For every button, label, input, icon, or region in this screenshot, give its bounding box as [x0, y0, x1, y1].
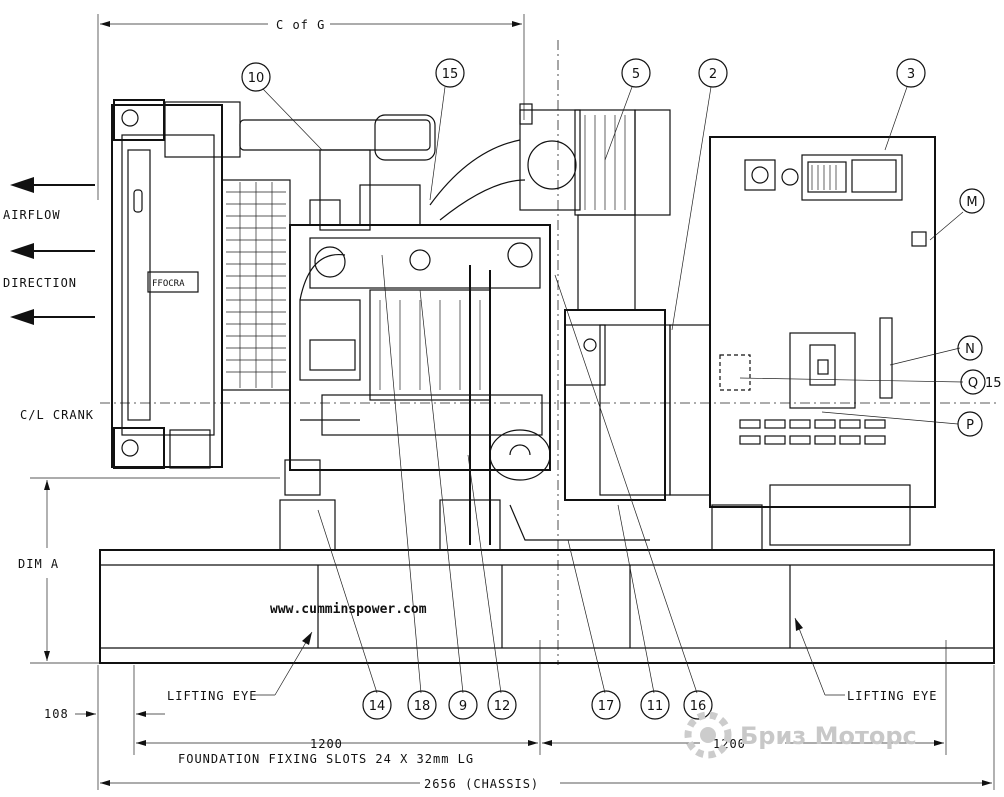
cl-crank-label: C/L CRANK — [20, 408, 94, 422]
lifting-eye-callouts: LIFTING EYE LIFTING EYE — [167, 617, 937, 703]
direction-label: DIRECTION — [3, 276, 77, 290]
lifting-eye-right-label: LIFTING EYE — [847, 689, 937, 703]
svg-text:3: 3 — [907, 67, 915, 82]
airflow-arrow-icon — [10, 243, 34, 259]
balloon-m: M — [959, 188, 985, 214]
balloon-12: 12 — [487, 690, 517, 720]
base-frame: www.cumminspower.com — [99, 549, 995, 664]
svg-text:2: 2 — [709, 67, 717, 82]
svg-text:10: 10 — [248, 71, 265, 86]
balloon-3: 3 — [896, 58, 926, 88]
radiator: FFOCRA — [111, 99, 291, 469]
balloon-15: 15 — [435, 58, 465, 88]
q15-label: 15 — [985, 376, 1002, 391]
chassis-label: 2656 (CHASSIS) — [424, 777, 539, 791]
balloon-2: 2 — [698, 58, 728, 88]
airflow-arrows: AIRFLOW DIRECTION — [3, 177, 95, 325]
balloon-p: P — [957, 411, 983, 437]
balloon-q: Q — [960, 369, 986, 395]
dim-a-label: DIM A — [18, 557, 59, 571]
balloon-17: 17 — [591, 690, 621, 720]
air-intake-exhaust — [239, 103, 671, 231]
svg-text:P: P — [966, 418, 974, 433]
watermark-text: Бриз Моторс — [740, 722, 917, 750]
foundation-label: FOUNDATION FIXING SLOTS 24 X 32mm LG — [178, 752, 474, 766]
bottom-dimensions: 108 1200 FOUNDATION FIXING SLOTS 24 X 32… — [44, 640, 995, 791]
watermark: Бриз Моторс — [684, 711, 917, 759]
svg-text:11: 11 — [647, 699, 664, 714]
balloon-16: 16 — [683, 690, 713, 720]
svg-text:9: 9 — [459, 699, 467, 714]
airflow-arrow-icon — [10, 309, 34, 325]
lifting-eye-left-label: LIFTING EYE — [167, 689, 257, 703]
svg-text:18: 18 — [414, 699, 431, 714]
airflow-label: AIRFLOW — [3, 208, 61, 222]
alternator — [564, 214, 711, 501]
balloon-leaders — [262, 86, 964, 694]
balloon-9: 9 — [448, 690, 478, 720]
svg-text:N: N — [965, 342, 975, 357]
svg-text:5: 5 — [632, 67, 640, 82]
dim-1200-left-label: 1200 — [310, 737, 343, 751]
balloon-14: 14 — [362, 690, 392, 720]
radiator-badge: FFOCRA — [152, 279, 185, 289]
c-of-g-label: C of G — [276, 18, 325, 32]
balloon-10: 10 — [241, 62, 271, 92]
svg-text:15: 15 — [442, 67, 459, 82]
c-of-g-dimension: C of G — [97, 14, 525, 200]
balloon-11: 11 — [640, 690, 670, 720]
dim-a-dimension: DIM A — [18, 477, 280, 664]
svg-text:17: 17 — [598, 699, 615, 714]
control-panel — [709, 136, 936, 551]
balloon-18: 18 — [407, 690, 437, 720]
mounts — [279, 459, 501, 551]
gear-icon — [684, 711, 732, 759]
svg-text:M: M — [966, 195, 977, 210]
balloon-n: N — [957, 335, 983, 361]
svg-text:14: 14 — [369, 699, 386, 714]
crank-centerline: C/L CRANK — [20, 402, 1000, 422]
svg-text:12: 12 — [494, 699, 511, 714]
svg-text:16: 16 — [690, 699, 707, 714]
website-label: www.cumminspower.com — [270, 602, 427, 617]
dim-108-label: 108 — [44, 707, 69, 721]
balloon-5: 5 — [621, 58, 651, 88]
svg-text:Q: Q — [968, 376, 978, 391]
airflow-arrow-icon — [10, 177, 34, 193]
